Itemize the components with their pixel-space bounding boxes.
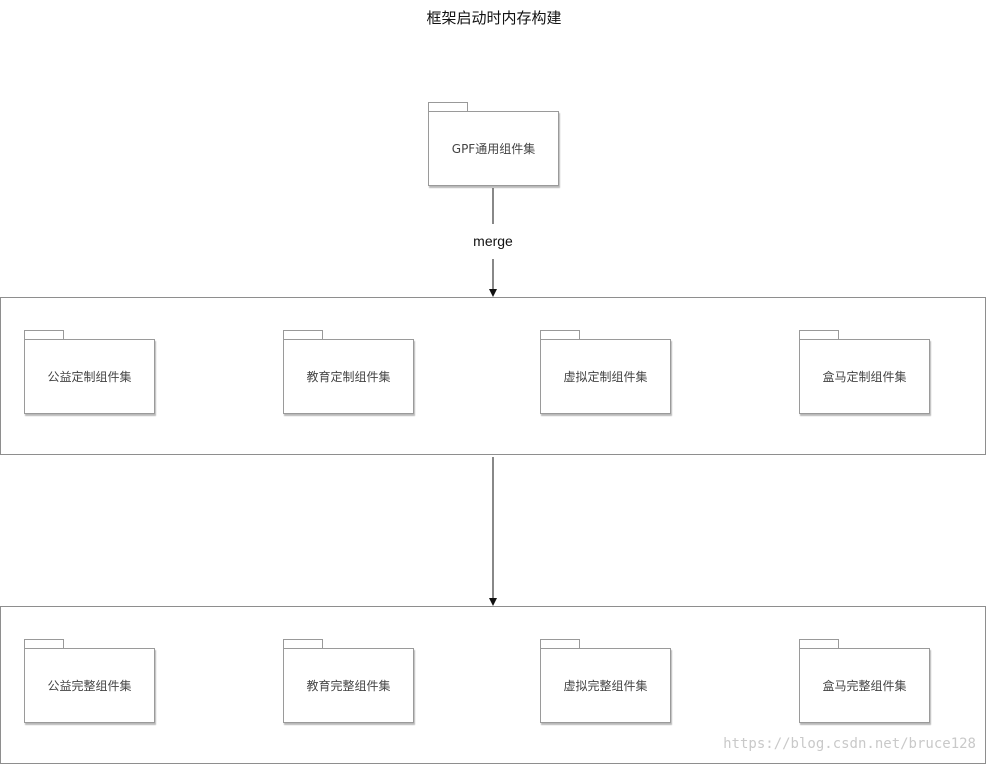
package-custom-hema: 盒马定制组件集 [799, 330, 931, 417]
package-label: 盒马定制组件集 [799, 339, 930, 414]
package-tab [428, 102, 468, 111]
package-tab [540, 330, 580, 339]
package-gpf-common: GPF通用组件集 [428, 102, 560, 189]
package-complete-hema: 盒马完整组件集 [799, 639, 931, 726]
package-label: 教育定制组件集 [283, 339, 414, 414]
watermark: https://blog.csdn.net/bruce128 [723, 736, 976, 752]
package-complete-education: 教育完整组件集 [283, 639, 415, 726]
package-tab [540, 639, 580, 648]
custom-group-container: 公益定制组件集 教育定制组件集 虚拟定制组件集 盒马定制组件集 [0, 297, 986, 455]
package-tab [24, 639, 64, 648]
package-custom-education: 教育定制组件集 [283, 330, 415, 417]
package-custom-public-welfare: 公益定制组件集 [24, 330, 156, 417]
merge-label: merge [473, 233, 513, 249]
package-tab [283, 639, 323, 648]
package-label: 虚拟定制组件集 [540, 339, 671, 414]
package-label: 虚拟完整组件集 [540, 648, 671, 723]
complete-group-container: 公益完整组件集 教育完整组件集 虚拟完整组件集 盒马完整组件集 [0, 606, 986, 764]
package-complete-public-welfare: 公益完整组件集 [24, 639, 156, 726]
package-tab [24, 330, 64, 339]
package-custom-virtual: 虚拟定制组件集 [540, 330, 672, 417]
package-label: GPF通用组件集 [428, 111, 559, 186]
package-label: 公益完整组件集 [24, 648, 155, 723]
diagram-title: 框架启动时内存构建 [426, 9, 562, 27]
package-label: 教育完整组件集 [283, 648, 414, 723]
package-complete-virtual: 虚拟完整组件集 [540, 639, 672, 726]
package-tab [283, 330, 323, 339]
package-tab [799, 330, 839, 339]
package-label: 公益定制组件集 [24, 339, 155, 414]
package-tab [799, 639, 839, 648]
package-label: 盒马完整组件集 [799, 648, 930, 723]
